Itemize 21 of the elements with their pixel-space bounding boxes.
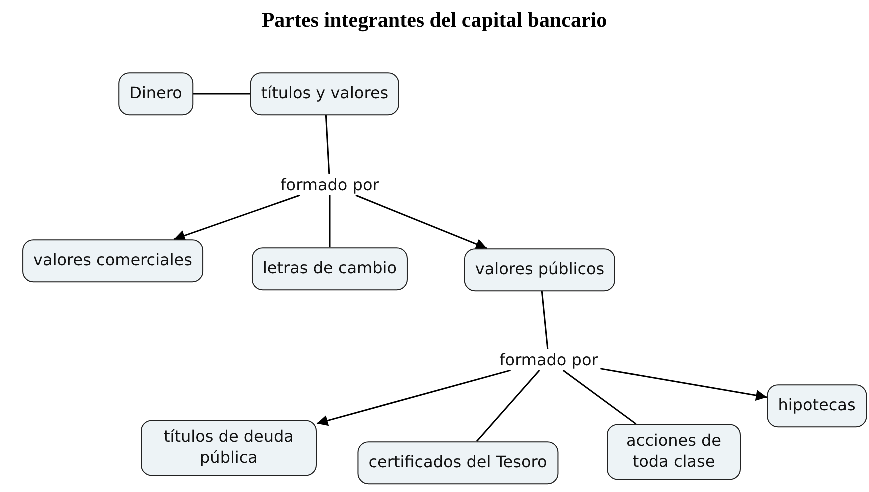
- linking-phrase: formado por: [498, 350, 600, 370]
- arrow: [600, 368, 768, 402]
- connector-line: [193, 93, 250, 95]
- connector-line: [476, 370, 540, 442]
- concept-box: certificados del Tesoro: [358, 442, 558, 484]
- arrow: [356, 194, 488, 250]
- concept-box: valores comerciales: [22, 240, 204, 282]
- connector-line: [541, 291, 549, 350]
- arrow: [316, 370, 512, 426]
- concept-box: títulos de deuda pública: [141, 420, 317, 476]
- concept-box: acciones de toda clase: [607, 424, 741, 480]
- connector-line: [562, 370, 637, 425]
- diagram-title: Partes integrantes del capital bancario: [262, 8, 608, 33]
- arrow: [174, 194, 300, 242]
- concept-box: hipotecas: [767, 384, 867, 428]
- concept-box: títulos y valores: [250, 72, 400, 116]
- concept-box: Dinero: [118, 72, 194, 116]
- concept-box: letras de cambio: [252, 248, 408, 290]
- connector-line: [325, 115, 330, 175]
- concept-box: valores públicos: [464, 248, 616, 292]
- connector-line: [329, 196, 331, 248]
